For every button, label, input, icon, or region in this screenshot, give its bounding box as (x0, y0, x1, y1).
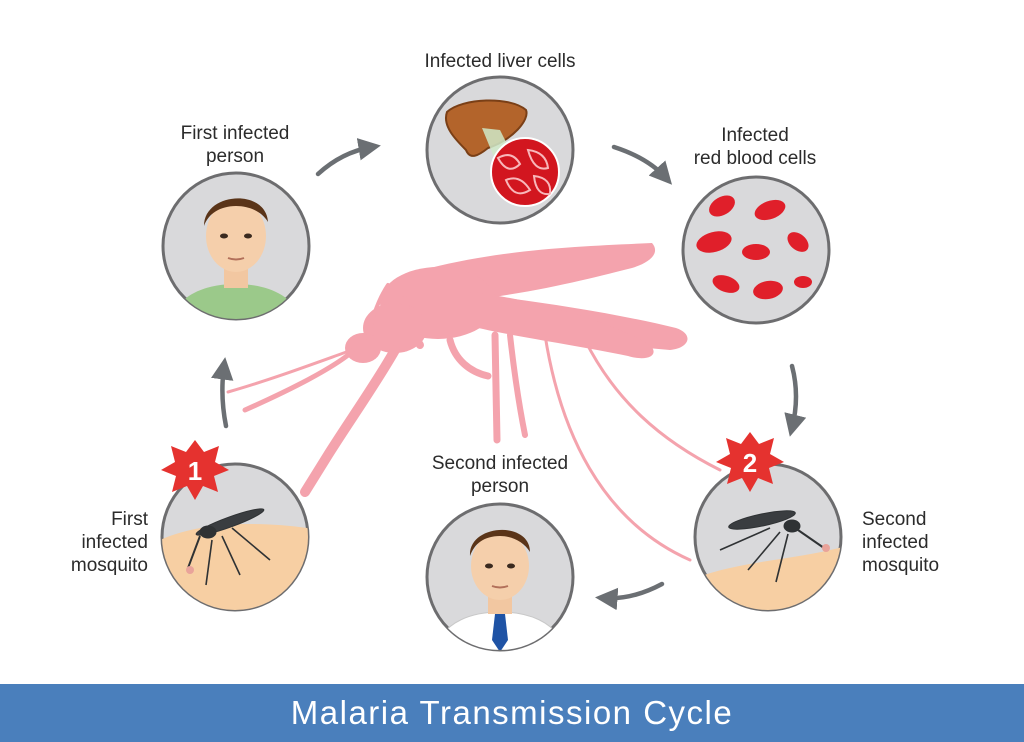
label-line: First infected (180, 123, 290, 144)
label-second-infected-person: Second infected person (395, 452, 605, 498)
liver-cells-circle (425, 75, 575, 225)
badge-two: 2 (716, 432, 784, 492)
label-line: infected (862, 532, 929, 553)
label-line: infected (81, 532, 148, 553)
arrow-blood-to-mosquito2 (784, 363, 807, 437)
blood-cell-cluster-icon (490, 137, 560, 207)
green-shirt (170, 284, 302, 319)
label-second-infected-mosquito: Second infected mosquito (862, 508, 1002, 577)
label-line: mosquito (70, 555, 148, 576)
first-person-circle (161, 171, 311, 321)
label-first-infected-person: First infected person (140, 122, 330, 168)
badge-one-number: 1 (188, 456, 202, 486)
mosquito-silhouette (226, 243, 722, 562)
cycle-arrows (211, 138, 807, 611)
label-first-infected-mosquito: First infected mosquito (30, 508, 148, 577)
label-line: Second infected (431, 453, 569, 474)
title-bar: Malaria Transmission Cycle (0, 684, 1024, 742)
label-line: red blood cells (693, 148, 817, 169)
arrow-liver-to-blood (611, 144, 673, 185)
label-line: First (111, 509, 148, 530)
skin-area (162, 524, 308, 610)
arrow-person-to-liver (315, 138, 381, 177)
second-mosquito-circle (693, 462, 843, 612)
mosquito-icon (187, 508, 271, 586)
first-mosquito-circle (160, 462, 310, 612)
label-line: Infected liver cells (424, 51, 576, 72)
mosquito-icon (719, 510, 825, 583)
label-line: person (205, 146, 265, 167)
blood-cell-icons (696, 195, 812, 300)
red-blood-cells-circle (681, 175, 831, 325)
label-line: Infected (721, 125, 789, 146)
blue-tie (492, 614, 508, 650)
label-line: person (470, 476, 530, 497)
arrow-mosquito2-to-person2 (595, 581, 665, 611)
label-infected-red-blood-cells: Infected red blood cells (660, 124, 850, 170)
liver-icon (444, 99, 528, 157)
arrow-mosquito1-to-person1 (211, 357, 234, 429)
label-line: mosquito (862, 555, 940, 576)
page-title: Malaria Transmission Cycle (290, 694, 734, 731)
second-person-circle (425, 502, 575, 652)
badge-two-number: 2 (743, 448, 757, 478)
label-line: Second (862, 509, 927, 530)
badge-one: 1 (161, 440, 229, 500)
label-infected-liver-cells: Infected liver cells (380, 50, 620, 73)
